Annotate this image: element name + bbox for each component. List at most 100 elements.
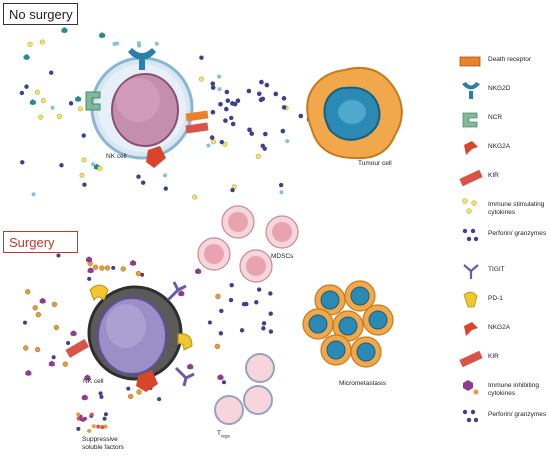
perforin-icon	[470, 409, 476, 415]
stimulating-cytokine	[97, 165, 103, 171]
perforin-granule	[207, 320, 212, 325]
cytokine-dot	[115, 41, 120, 46]
perforin-granule	[111, 265, 116, 270]
legend-label: NKG2A	[488, 143, 511, 150]
perforin-granule	[298, 113, 304, 119]
stimulating-cytokine	[27, 41, 33, 47]
stimulating-cytokine	[56, 113, 62, 119]
perforin-granule	[278, 182, 284, 188]
legend-label: Immune stimulating cytokines	[488, 201, 545, 216]
pd1-receptor	[89, 284, 109, 302]
perforin-granule	[229, 115, 234, 121]
cytokine-dot	[285, 139, 290, 144]
perforin-icon	[462, 228, 468, 234]
legend-label: PD-1	[488, 295, 503, 302]
inhibiting-hex	[87, 267, 94, 274]
perforin-granule	[259, 79, 264, 85]
label-tregs-sub: regs	[220, 433, 230, 439]
inhibiting-hex	[48, 360, 55, 367]
tumour-nucleus	[326, 340, 346, 360]
soluble-factor	[89, 412, 94, 417]
stimulating-cytokine	[34, 89, 40, 95]
legend-label: TIGIT	[488, 266, 505, 273]
tumour-nucleus	[338, 316, 358, 336]
inhibiting-cytokine	[62, 361, 68, 367]
label-tregs-main: T	[217, 430, 221, 437]
inhibiting-cytokine	[23, 345, 29, 351]
tumour-nucleus	[320, 290, 340, 310]
perforin-granule	[223, 118, 228, 123]
perforin-icon	[470, 228, 476, 234]
perforin-granule	[254, 300, 259, 305]
perforin-granule	[210, 81, 216, 86]
cytokine-dot	[90, 162, 95, 167]
perforin-granule	[230, 101, 235, 106]
legend-row: Perforin/ granzymes	[460, 226, 550, 246]
pd1-receptor	[177, 333, 193, 351]
perforin-granule	[19, 90, 25, 96]
perforin-granule	[247, 127, 252, 133]
soluble-factor	[102, 416, 107, 421]
perforin-granule	[280, 128, 286, 134]
perforin-granule	[268, 311, 273, 316]
label-mdscs: MDSCs	[271, 253, 294, 260]
perforin-granule	[262, 146, 267, 151]
perforin-granule	[230, 121, 236, 127]
stimulating-cytokine	[79, 172, 85, 178]
cytokine-dot	[279, 190, 284, 195]
inhibiting-cytokine	[136, 389, 142, 395]
legend-row: Immune inhibiting cytokines	[460, 378, 550, 398]
cytokine-hex	[23, 54, 30, 61]
inhibiting-cytokine	[104, 265, 111, 271]
perforin-granule	[23, 320, 28, 325]
perforin-granule	[225, 98, 231, 103]
perforin-granule	[229, 282, 234, 288]
perforin-granule	[224, 106, 229, 112]
perforin-granule	[273, 91, 279, 97]
inhibiting-cytokine	[51, 301, 58, 308]
soluble-factor	[91, 424, 96, 429]
stimulating-cytokine	[81, 157, 87, 163]
perforin-granule	[140, 272, 145, 277]
pd1-icon	[463, 291, 478, 308]
tumour-nucleus	[308, 314, 328, 334]
perforin-granule	[218, 331, 224, 336]
inhibiting-cytokine	[135, 270, 142, 277]
cytokine-hex	[61, 27, 68, 34]
cytokine-dot	[31, 192, 36, 197]
inhibiting-hex	[84, 374, 91, 381]
inhibiting-hex	[187, 363, 194, 370]
stimulating-cytokine	[39, 39, 45, 45]
stimulating-cytokine	[38, 114, 44, 120]
kir-receptor-top	[185, 110, 209, 134]
label-micrometastasis: Micrometastasis	[339, 380, 386, 387]
perforin-granule	[264, 82, 270, 88]
perforin-icon	[466, 417, 472, 423]
cytokine-dot	[206, 143, 211, 148]
perforin-granule	[136, 174, 141, 179]
legend-label: KIR	[488, 353, 499, 360]
nkg2d-receptor	[128, 48, 156, 70]
inhibiting-cytokine	[120, 266, 126, 272]
legend-row: NCR	[460, 110, 550, 130]
inhibiting-cytokines-icon	[473, 389, 479, 395]
perforin-granule	[209, 135, 215, 140]
label-tregs: Tregs	[217, 430, 230, 440]
inhibiting-cytokine	[32, 305, 38, 311]
nkg2a-icon	[464, 322, 478, 336]
soluble-factor	[87, 428, 92, 433]
legend-label: KIR	[488, 172, 499, 179]
perforin-granule	[210, 109, 216, 115]
inhibiting-hex	[178, 290, 185, 297]
stimulating-cytokines-icon	[466, 208, 472, 214]
perforin-granule	[68, 101, 74, 106]
perforin-granule	[221, 380, 226, 385]
perforin-icon	[466, 236, 472, 242]
legend-row: PD-1	[460, 291, 550, 311]
perforin-granule	[157, 397, 162, 402]
perforin-granule	[98, 391, 103, 396]
legend-row: TIGIT	[460, 262, 550, 282]
legend-label: Death receptor	[488, 56, 531, 63]
perforin-granule	[281, 96, 287, 101]
